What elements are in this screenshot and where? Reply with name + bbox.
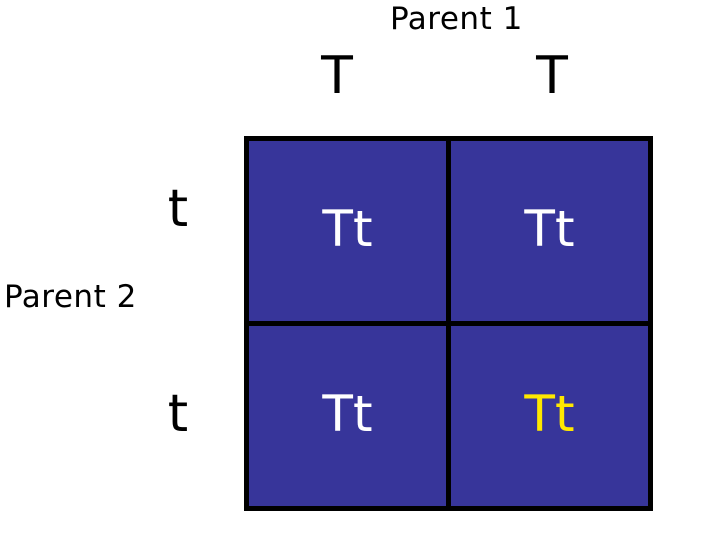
parent1-label: Parent 1 bbox=[390, 1, 523, 37]
genotype-text: Tt bbox=[322, 385, 373, 443]
punnett-cell-0-1: Tt bbox=[451, 141, 648, 321]
punnett-grid: Tt Tt Tt Tt bbox=[244, 136, 653, 511]
genotype-text: Tt bbox=[322, 200, 373, 258]
parent2-allele-0: t bbox=[167, 179, 189, 239]
genotype-text: Tt bbox=[524, 200, 575, 258]
parent1-allele-1: T bbox=[536, 46, 568, 106]
punnett-cell-1-1: Tt bbox=[451, 326, 648, 506]
punnett-cell-1-0: Tt bbox=[249, 326, 446, 506]
parent2-label: Parent 2 bbox=[4, 279, 137, 315]
genotype-text-highlighted: Tt bbox=[524, 385, 575, 443]
parent2-allele-1: t bbox=[167, 384, 189, 444]
punnett-cell-0-0: Tt bbox=[249, 141, 446, 321]
parent1-allele-0: T bbox=[321, 46, 353, 106]
